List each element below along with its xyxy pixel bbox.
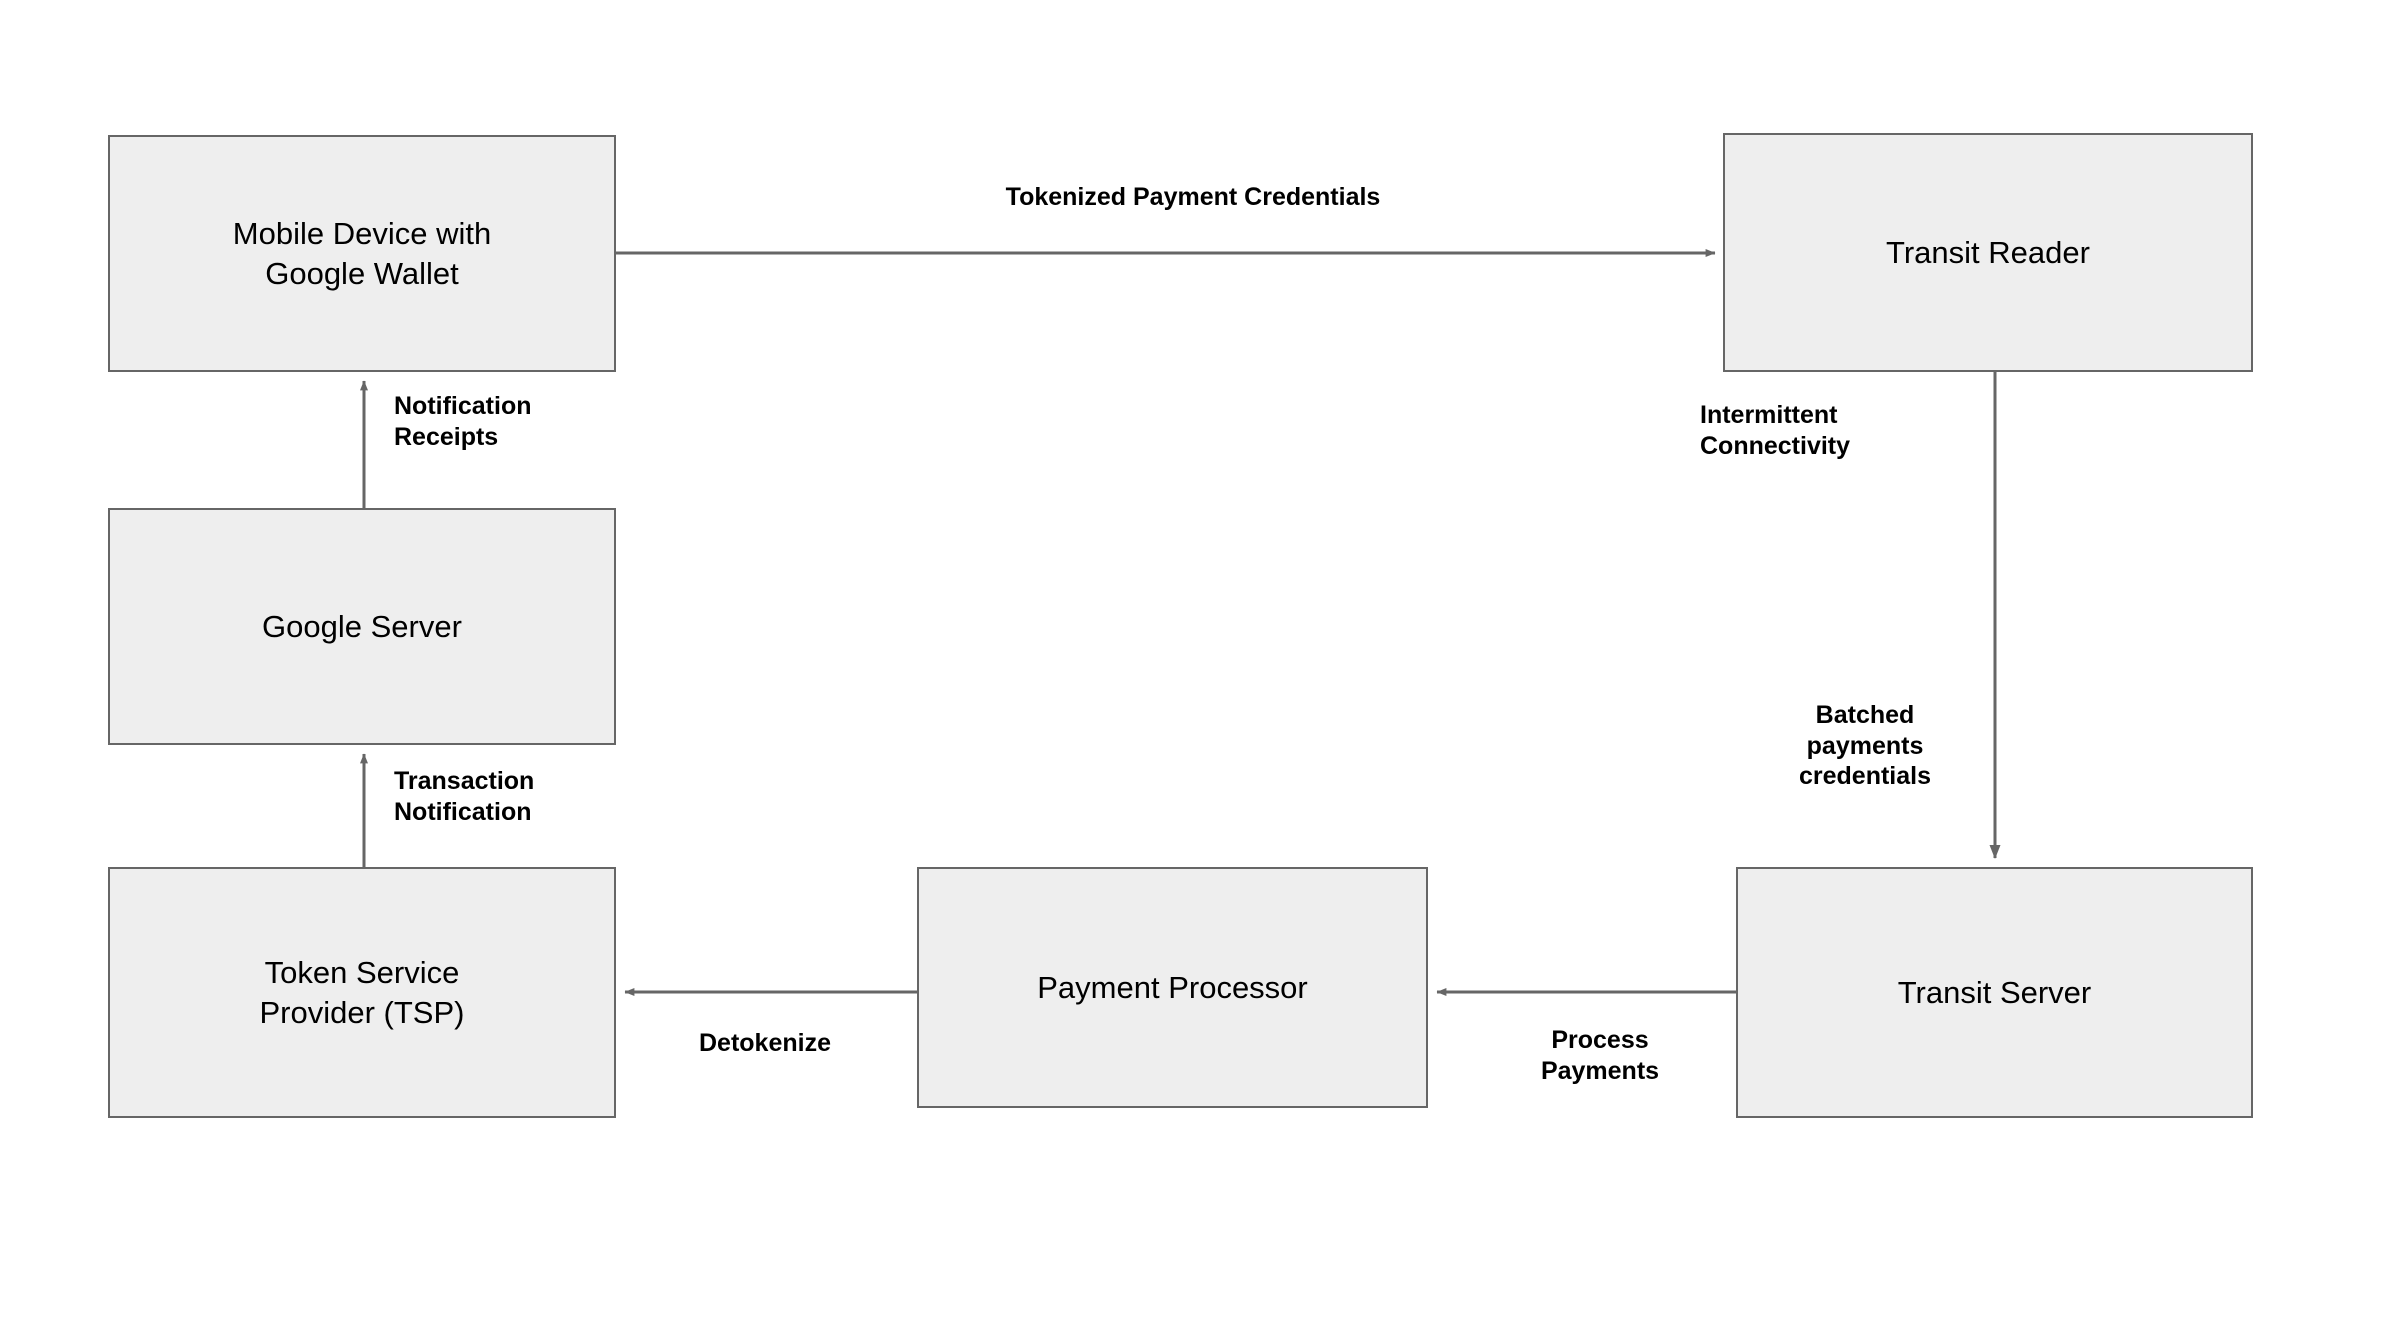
edge-label-notification-receipts: Notification Receipts [394,392,532,451]
node-transit-reader[interactable]: Transit Reader [1723,133,2253,372]
edge-label-batched-payments-credentials: Batched payments credentials [1798,701,1931,790]
node-token-service-provider[interactable]: Token Service Provider (TSP) [108,867,616,1118]
edge-label-process-payments: Process Payments [1540,1026,1660,1085]
node-transit-server[interactable]: Transit Server [1736,867,2253,1118]
node-payment-processor[interactable]: Payment Processor [917,867,1428,1108]
edge-label-detokenize: Detokenize [699,1029,831,1057]
node-label-payment-processor: Payment Processor [1037,969,1308,1005]
edge-label-intermittent-connectivity: Intermittent Connectivity [1700,401,1851,460]
edge-label-transaction-notification: Transaction Notification [394,767,535,826]
node-label-transit-reader: Transit Reader [1886,234,2090,270]
node-mobile-device[interactable]: Mobile Device with Google Wallet [108,135,616,372]
node-label-token-service-provider: Token Service Provider (TSP) [259,954,465,1030]
node-google-server[interactable]: Google Server [108,508,616,745]
node-label-transit-server: Transit Server [1897,974,2092,1010]
node-label-google-server: Google Server [262,608,462,644]
node-label-mobile-device: Mobile Device with Google Wallet [232,215,492,291]
edge-label-tokenized-payment-credentials: Tokenized Payment Credentials [1005,183,1381,211]
